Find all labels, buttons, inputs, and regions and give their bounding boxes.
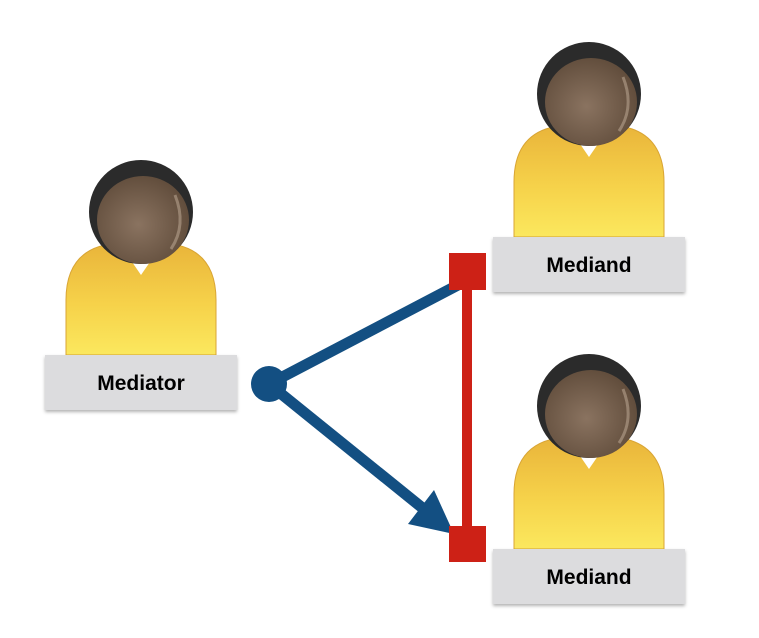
mediand-top-label: Mediand (546, 254, 631, 277)
edge-origin-dot (251, 366, 287, 402)
edge-mediator-to-bottom (265, 379, 429, 515)
arrowhead-icon (408, 490, 454, 534)
mediator-label: Mediator (97, 372, 185, 395)
edge-mediator-to-top (266, 280, 461, 389)
top-endpoint-square (449, 253, 486, 290)
mediator-node: Mediator (45, 160, 237, 410)
mediand-top-node: Mediand (493, 42, 685, 292)
bottom-endpoint-square (449, 526, 486, 562)
mediand-bottom-node: Mediand (493, 354, 685, 604)
mediand-bottom-label: Mediand (546, 566, 631, 589)
